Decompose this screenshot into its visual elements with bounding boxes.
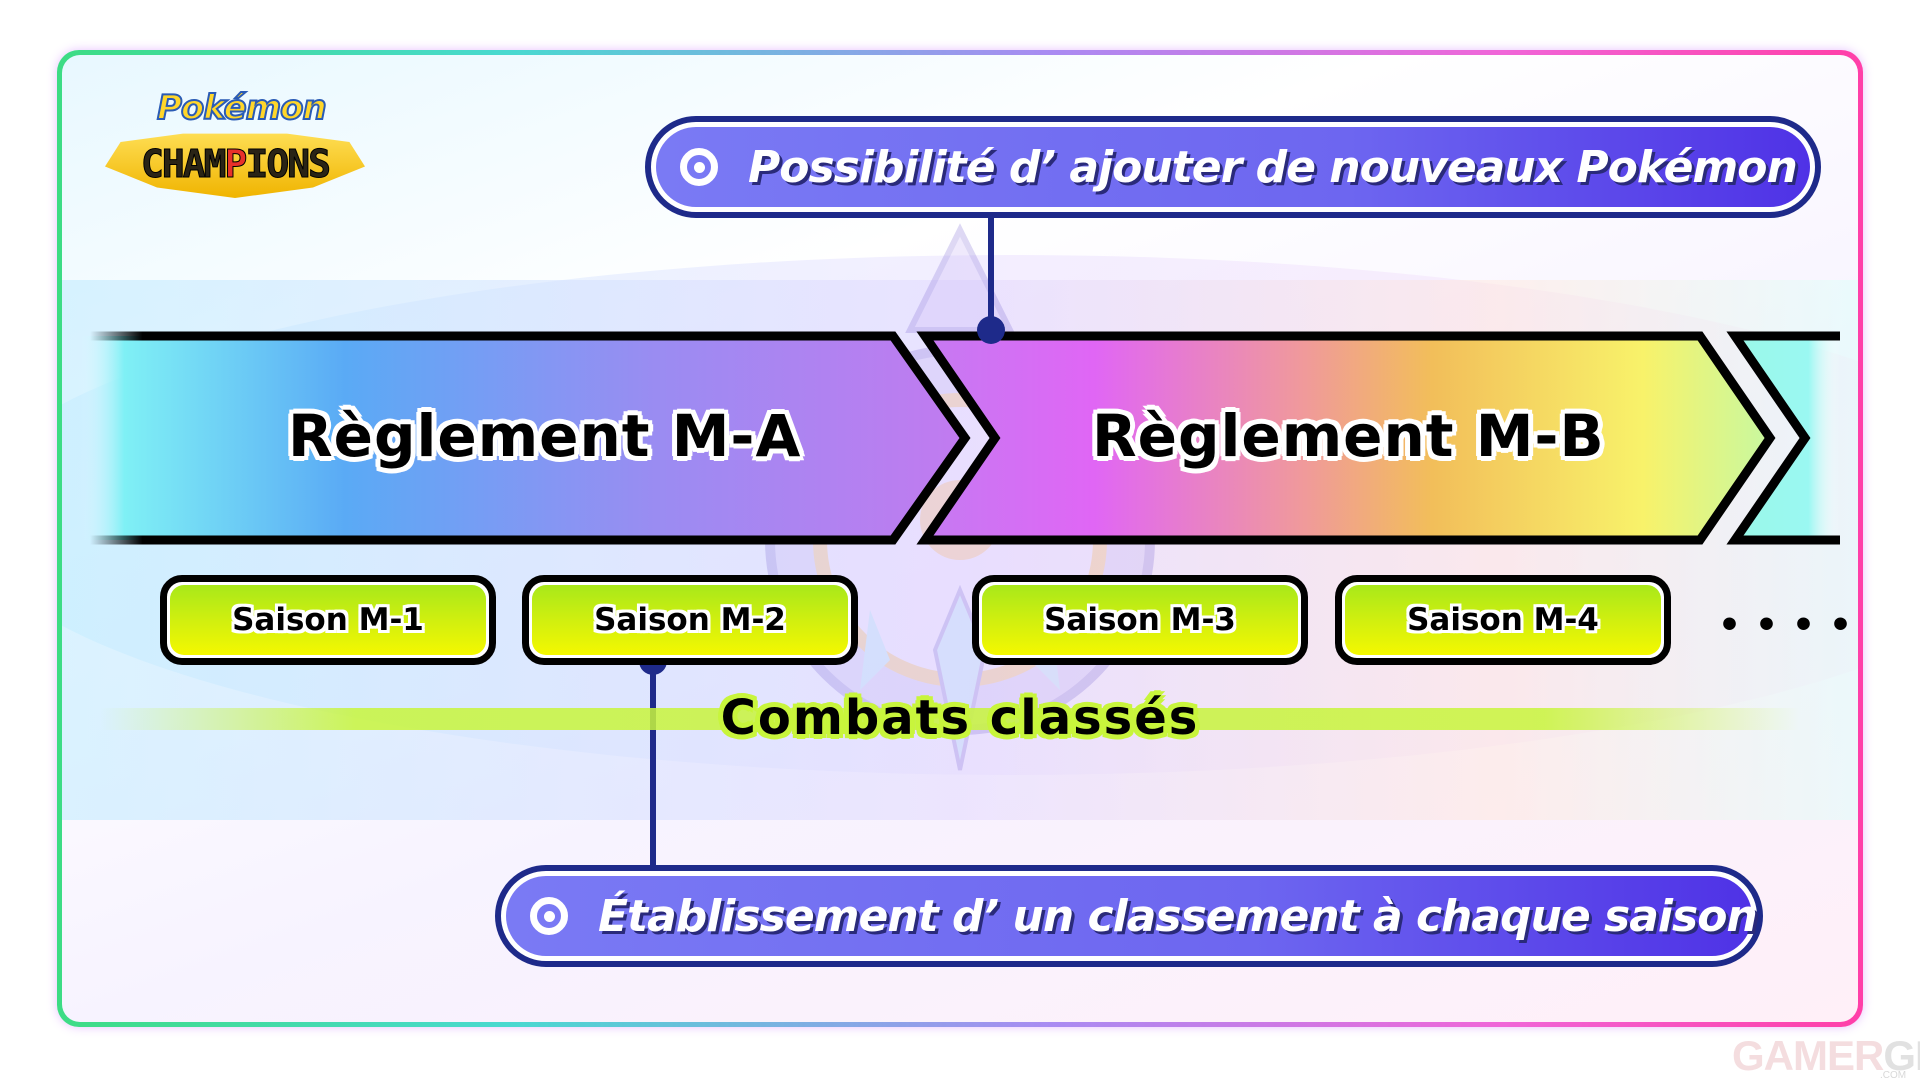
- season-pill-m3: Saison M-3: [972, 575, 1308, 665]
- logo-text-p: P: [224, 142, 248, 187]
- regulation-a-outline: [90, 331, 971, 545]
- target-icon: [530, 897, 568, 935]
- season-fill: Saison M-4: [1345, 585, 1661, 655]
- gamergen-watermark: GAMERGEN: [1732, 1032, 1920, 1080]
- bottom-callout: Établissement d’ un classement à chaque …: [495, 865, 1763, 967]
- regulation-b-label: Règlement M-B: [1092, 402, 1605, 470]
- top-callout-fill: Possibilité d’ ajouter de nouveaux Pokém…: [656, 127, 1810, 207]
- more-seasons-indicator: ••••: [1718, 605, 1867, 646]
- watermark-right: GEN: [1883, 1032, 1920, 1079]
- logo-text-right: IONS: [245, 142, 331, 187]
- bottom-callout-fill: Établissement d’ un classement à chaque …: [506, 876, 1758, 956]
- regulation-a-label: Règlement M-A: [288, 402, 802, 470]
- season-label: Saison M-3: [1044, 602, 1236, 638]
- regulation-c-outline: [1726, 331, 1840, 545]
- watermark-suffix: .COM: [1880, 1070, 1907, 1081]
- season-pill-m1: Saison M-1: [160, 575, 496, 665]
- ranked-battles-label: Combats classés: [720, 690, 1200, 746]
- ranked-battles-line: [100, 708, 1800, 730]
- season-label: Saison M-4: [1407, 602, 1599, 638]
- watermark-left: GAMER: [1732, 1032, 1884, 1079]
- top-connector-line: [988, 216, 994, 330]
- top-callout: Possibilité d’ ajouter de nouveaux Pokém…: [645, 116, 1821, 218]
- logo-pokemon-text: Pokémon: [156, 87, 328, 129]
- target-icon: [680, 148, 718, 186]
- bottom-callout-text: Établissement d’ un classement à chaque …: [598, 890, 1758, 942]
- season-fill: Saison M-1: [170, 585, 486, 655]
- season-label: Saison M-1: [232, 602, 424, 638]
- top-callout-text: Possibilité d’ ajouter de nouveaux Pokém…: [748, 141, 1798, 193]
- bottom-connector-line: [650, 660, 656, 870]
- logo-champions-text: CHAMPIONS: [97, 142, 373, 187]
- regulation-c-arrow: [1735, 336, 1840, 540]
- season-label: Saison M-2: [594, 602, 786, 638]
- regulation-a-arrow: [80, 336, 965, 540]
- season-fill: Saison M-3: [982, 585, 1298, 655]
- logo-text-left: CHAM: [141, 142, 227, 187]
- pokemon-champions-logo: Pokémon CHAMPIONS: [97, 87, 373, 218]
- season-pill-m2: Saison M-2: [522, 575, 858, 665]
- season-pill-m4: Saison M-4: [1335, 575, 1671, 665]
- top-connector-dot: [977, 316, 1005, 344]
- season-fill: Saison M-2: [532, 585, 848, 655]
- regulation-b-arrow: [916, 331, 1776, 545]
